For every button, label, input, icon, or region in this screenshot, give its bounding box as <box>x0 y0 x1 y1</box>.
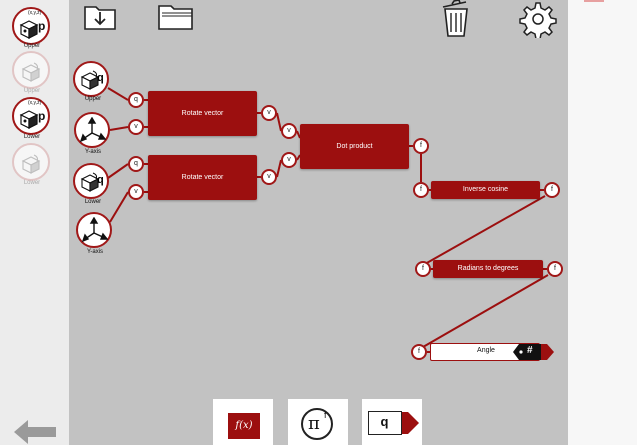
node-letter: q <box>97 174 104 186</box>
rotate-1-output-port[interactable]: v <box>261 105 277 121</box>
lower-output-port[interactable]: q <box>128 156 144 172</box>
rotate-2-output-port[interactable]: v <box>261 169 277 185</box>
rotated-cube-icon <box>80 70 100 90</box>
node-letter: q <box>97 72 104 84</box>
angle-input-port[interactable]: f <box>411 344 427 360</box>
rotated-cube-icon <box>80 172 100 192</box>
lower-node[interactable]: q <box>73 163 109 199</box>
library-item-lower-rotation[interactable] <box>12 143 50 181</box>
rotated-cube-icon <box>21 62 41 82</box>
number-output-icon <box>513 344 554 360</box>
axes-icon <box>80 117 106 143</box>
library-label-upper-faded: Upper <box>23 88 41 94</box>
library-item-upper-position[interactable]: (x,y,z) p <box>12 7 50 45</box>
upper-output-port[interactable]: q <box>128 92 144 108</box>
coord-label: (x,y,z) <box>28 10 42 16</box>
angle-label: Angle <box>477 347 495 354</box>
node-library-panel: (x,y,z) p Upper Upper (x,y,z) p Lower <box>0 0 69 445</box>
constant-circle: π f <box>301 408 333 440</box>
dot-input-port-1[interactable]: v <box>281 123 297 139</box>
y-axis-2-output-port[interactable]: v <box>128 184 144 200</box>
library-label-lower-faded: Lower <box>23 180 41 186</box>
axes-icon <box>82 217 108 243</box>
rad2deg-output-port[interactable]: f <box>547 261 563 277</box>
library-label-lower: Lower <box>23 134 41 140</box>
library-label-upper: Upper <box>23 43 41 49</box>
output-arrow-icon <box>402 412 419 434</box>
library-item-upper-rotation[interactable] <box>12 51 50 89</box>
angle-output-block[interactable]: Angle <box>430 343 540 361</box>
constant-superscript: f <box>324 410 327 420</box>
y-axis-node-2[interactable] <box>76 212 112 248</box>
quaternion-box: q <box>368 411 402 435</box>
letter-label: p <box>38 19 46 33</box>
number-symbol: # <box>527 345 533 356</box>
pi-symbol: π <box>308 413 320 434</box>
folder-icon[interactable] <box>157 2 195 32</box>
upper-node-label: Upper <box>84 96 102 102</box>
back-arrow-icon[interactable] <box>14 420 58 444</box>
dot-product-block[interactable]: Dot product <box>300 124 409 169</box>
rad2deg-input-port[interactable]: f <box>415 261 431 277</box>
radians-to-degrees-block[interactable]: Radians to degrees <box>433 260 543 278</box>
panel-accent <box>584 0 604 2</box>
y-axis-node-1-label: Y-axis <box>84 149 102 155</box>
acos-output-port[interactable]: f <box>544 182 560 198</box>
graph-canvas[interactable] <box>69 0 568 445</box>
function-label: f(x) <box>228 413 260 439</box>
lower-node-label: Lower <box>84 199 102 205</box>
quaternion-label: q <box>380 414 389 429</box>
y-axis-1-output-port[interactable]: v <box>128 119 144 135</box>
rotate-vector-block-2[interactable]: Rotate vector <box>148 155 257 200</box>
coord-label: (x,y,z) <box>28 100 42 106</box>
quaternion-tool-button[interactable]: q <box>362 399 422 445</box>
dot-input-port-2[interactable]: v <box>281 152 297 168</box>
rotate-vector-block-1[interactable]: Rotate vector <box>148 91 257 136</box>
rotated-cube-icon <box>21 154 41 174</box>
constant-tool-button[interactable]: π f <box>288 399 348 445</box>
gear-icon[interactable] <box>515 0 557 38</box>
inverse-cosine-block[interactable]: Inverse cosine <box>431 181 540 199</box>
function-tool-button[interactable]: f(x) <box>213 399 273 445</box>
cube-icon <box>19 110 39 129</box>
upper-node[interactable]: q <box>73 61 109 97</box>
right-panel <box>568 0 637 445</box>
y-axis-node-2-label: Y-axis <box>86 249 104 255</box>
trash-icon[interactable] <box>441 0 471 38</box>
acos-input-port[interactable]: f <box>413 182 429 198</box>
folder-download-icon[interactable] <box>83 3 117 31</box>
letter-label: p <box>38 109 46 123</box>
dot-output-port[interactable]: f <box>413 138 429 154</box>
cube-icon <box>19 20 39 39</box>
library-item-lower-position[interactable]: (x,y,z) p <box>12 97 50 135</box>
y-axis-node-1[interactable] <box>74 112 110 148</box>
